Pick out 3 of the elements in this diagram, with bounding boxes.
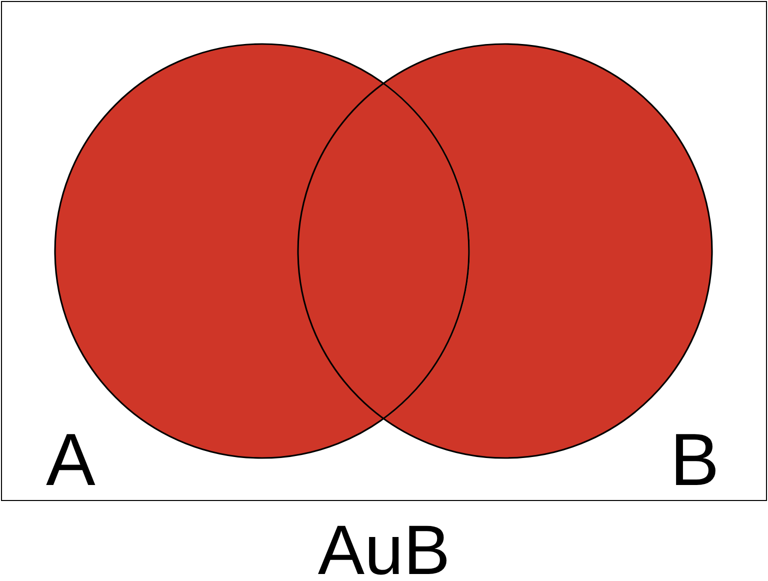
caption: AuB bbox=[316, 515, 452, 581]
set-label: B bbox=[670, 423, 720, 497]
set-label: A bbox=[46, 423, 96, 497]
